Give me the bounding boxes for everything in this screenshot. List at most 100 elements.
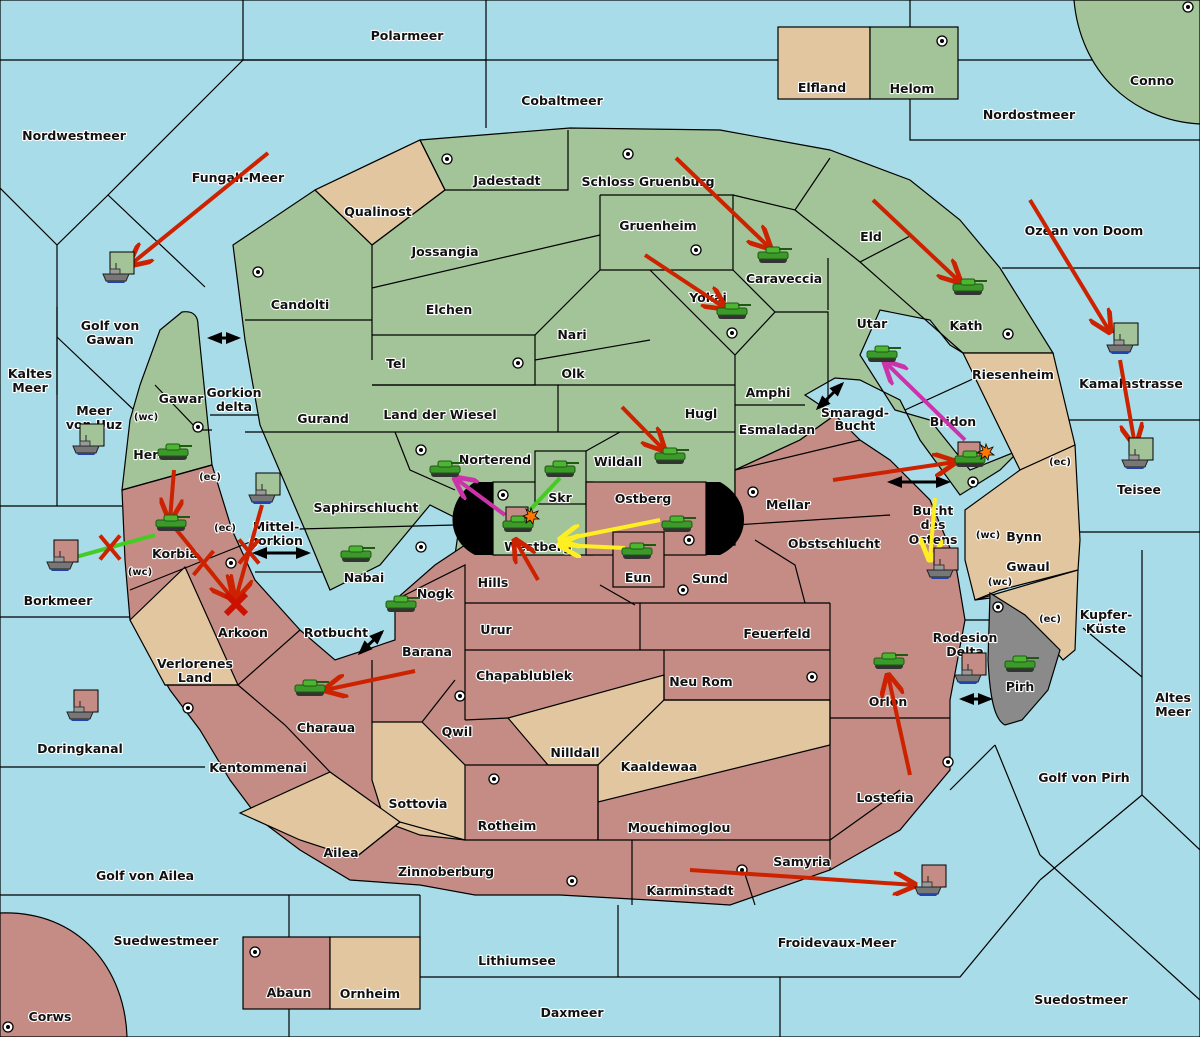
region-label-eld: Eld	[860, 229, 882, 244]
region-label-golf-von-gawan: Golf von	[81, 318, 140, 333]
region-label-kaltes-meer: Kaltes	[8, 366, 52, 381]
region-label-samyria: Samyria	[773, 854, 831, 869]
region-label-doringkanal: Doringkanal	[37, 741, 123, 756]
region-label-mittel-gorkion: gorkion	[249, 533, 303, 548]
order-support-arrow	[560, 545, 626, 548]
region-label-kamalastrasse: Kamalastrasse	[1079, 376, 1183, 391]
fleet-unit-icon-meer-von-uuz[interactable]	[72, 423, 105, 456]
region-label-lithiumsee: Lithiumsee	[478, 953, 556, 968]
fleet-unit-icon-mittel-gorkion[interactable]	[248, 472, 281, 505]
order-move-arrow	[888, 675, 912, 776]
fleet-unit-icon-rodesion-delta[interactable]	[954, 652, 987, 685]
order-move-arrow	[1028, 198, 1110, 332]
region-label-feuerfeld: Feuerfeld	[743, 626, 810, 641]
region-label-daxmeer: Daxmeer	[540, 1005, 604, 1020]
region-label-verlorenes-land: Verlorenes	[157, 656, 233, 671]
failed-move-x-icon	[223, 591, 249, 617]
region-label-mellar: Mellar	[766, 497, 811, 512]
supply-center-icon	[488, 773, 500, 785]
adjacency-double-arrow-icon	[357, 629, 385, 656]
region-label-losteria: Losteria	[856, 790, 913, 805]
region-label-mittel-gorkion: Mittel-	[253, 519, 300, 534]
region-label-pirh: Pirh	[1006, 679, 1035, 694]
fleet-unit-icon-bucht-des-ostens[interactable]	[926, 547, 959, 580]
region-sottovia[interactable]	[371, 721, 466, 841]
region-label-eun: Eun	[625, 570, 651, 585]
region-label-bynn: Bynn	[1006, 529, 1041, 544]
region-label-wildall: Wildall	[594, 454, 642, 469]
region-ornheim[interactable]	[329, 936, 421, 1010]
region-label-gurand: Gurand	[297, 411, 349, 426]
fleet-unit-icon-froidevaux-meer[interactable]	[914, 864, 947, 897]
region-label-rodesion-delta: Rodesion	[933, 630, 998, 645]
order-layer	[64, 151, 1135, 885]
region-label-jossangia: Jossangia	[410, 244, 478, 259]
region-label-jadestadt: Jadestadt	[472, 173, 540, 188]
region-label-golf-von-ailea: Golf von Ailea	[96, 868, 194, 883]
coast-label: (ec)	[214, 523, 236, 534]
region-label-urur: Urur	[480, 622, 512, 637]
region-label-kath: Kath	[950, 318, 983, 333]
order-move-arrow	[832, 462, 955, 482]
region-eun[interactable]	[612, 531, 665, 588]
region-label-schloss-gruenburg: Schloss Gruenburg	[581, 174, 714, 189]
region-label-amphi: Amphi	[746, 385, 791, 400]
region-label-utar: Utar	[857, 316, 889, 331]
supply-center-icon	[566, 875, 578, 887]
region-label-altes-meer: Altes	[1155, 690, 1191, 705]
coast-label: (wc)	[976, 530, 1000, 541]
region-label-saphirschlucht: Saphirschlucht	[314, 500, 419, 515]
order-move-arrow	[689, 868, 915, 885]
supply-center-icon	[936, 35, 948, 47]
fleet-unit-icon-borkmeer[interactable]	[46, 539, 79, 572]
region-label-ostberg: Ostberg	[615, 491, 672, 506]
region-label-arkoon: Arkoon	[218, 625, 268, 640]
region-label-rotbucht: Rotbucht	[304, 625, 368, 640]
region-label-qualinost: Qualinost	[344, 204, 411, 219]
region-label-smaragd-bucht: Bucht	[835, 418, 876, 433]
region-label-kupfer-k-ste: Küste	[1086, 621, 1126, 636]
region-label-elfland: Elfland	[798, 80, 846, 95]
bounce-explosion-icon	[977, 442, 996, 461]
region-label-riesenheim: Riesenheim	[972, 367, 1054, 382]
region-corws[interactable]	[0, 912, 128, 1037]
order-move-arrow	[515, 540, 540, 581]
coast-label: (wc)	[128, 567, 152, 578]
region-label-abaun: Abaun	[267, 985, 312, 1000]
supply-center-icon	[512, 357, 524, 369]
order-support-arrow	[930, 497, 935, 560]
region-label-olk: Olk	[561, 366, 585, 381]
bounce-explosion-icon	[522, 506, 541, 525]
region-label-helom: Helom	[890, 81, 935, 96]
region-label-candolti: Candolti	[271, 297, 330, 312]
region-label-gwaul: Gwaul	[1006, 559, 1049, 574]
ostberg-wall-right	[706, 482, 744, 555]
region-label-barana: Barana	[402, 644, 452, 659]
fleet-unit-icon-teisee[interactable]	[1121, 437, 1154, 470]
failed-order-cross-icon	[98, 534, 122, 561]
supply-center-icon	[2, 1021, 14, 1033]
region-label-nogk: Nogk	[417, 586, 454, 601]
region-label-obstschlucht: Obstschlucht	[788, 536, 880, 551]
supply-center-icon	[1002, 328, 1014, 340]
region-label-gorkion-delta: Gorkion	[206, 385, 261, 400]
land-borders	[121, 130, 976, 906]
coast-label: (ec)	[1039, 614, 1061, 625]
order-move-arrow	[170, 469, 174, 520]
region-label-nabai: Nabai	[344, 570, 385, 585]
label-layer: PolarmeerCobaltmeerNordwestmeerFungali-M…	[7, 27, 1193, 1025]
region-label-suedwestmeer: Suedwestmeer	[114, 933, 220, 948]
failed-order-cross-icon	[191, 549, 216, 577]
region-conno[interactable]	[1073, 0, 1200, 125]
region-label-tel: Tel	[386, 356, 406, 371]
region-label-norterend: Norterend	[459, 452, 531, 467]
region-label-neu-rom: Neu Rom	[669, 674, 732, 689]
fleet-unit-icon-golf-von-gawan[interactable]	[102, 251, 135, 284]
region-elfland[interactable]	[777, 26, 871, 100]
fleet-unit-icon-doringkanal[interactable]	[66, 689, 99, 722]
fleet-unit-icon-kamalastrasse[interactable]	[1106, 322, 1139, 355]
supply-center-icon	[454, 690, 466, 702]
region-label-nilldall: Nilldall	[550, 745, 599, 760]
region-label-charaua: Charaua	[297, 720, 355, 735]
